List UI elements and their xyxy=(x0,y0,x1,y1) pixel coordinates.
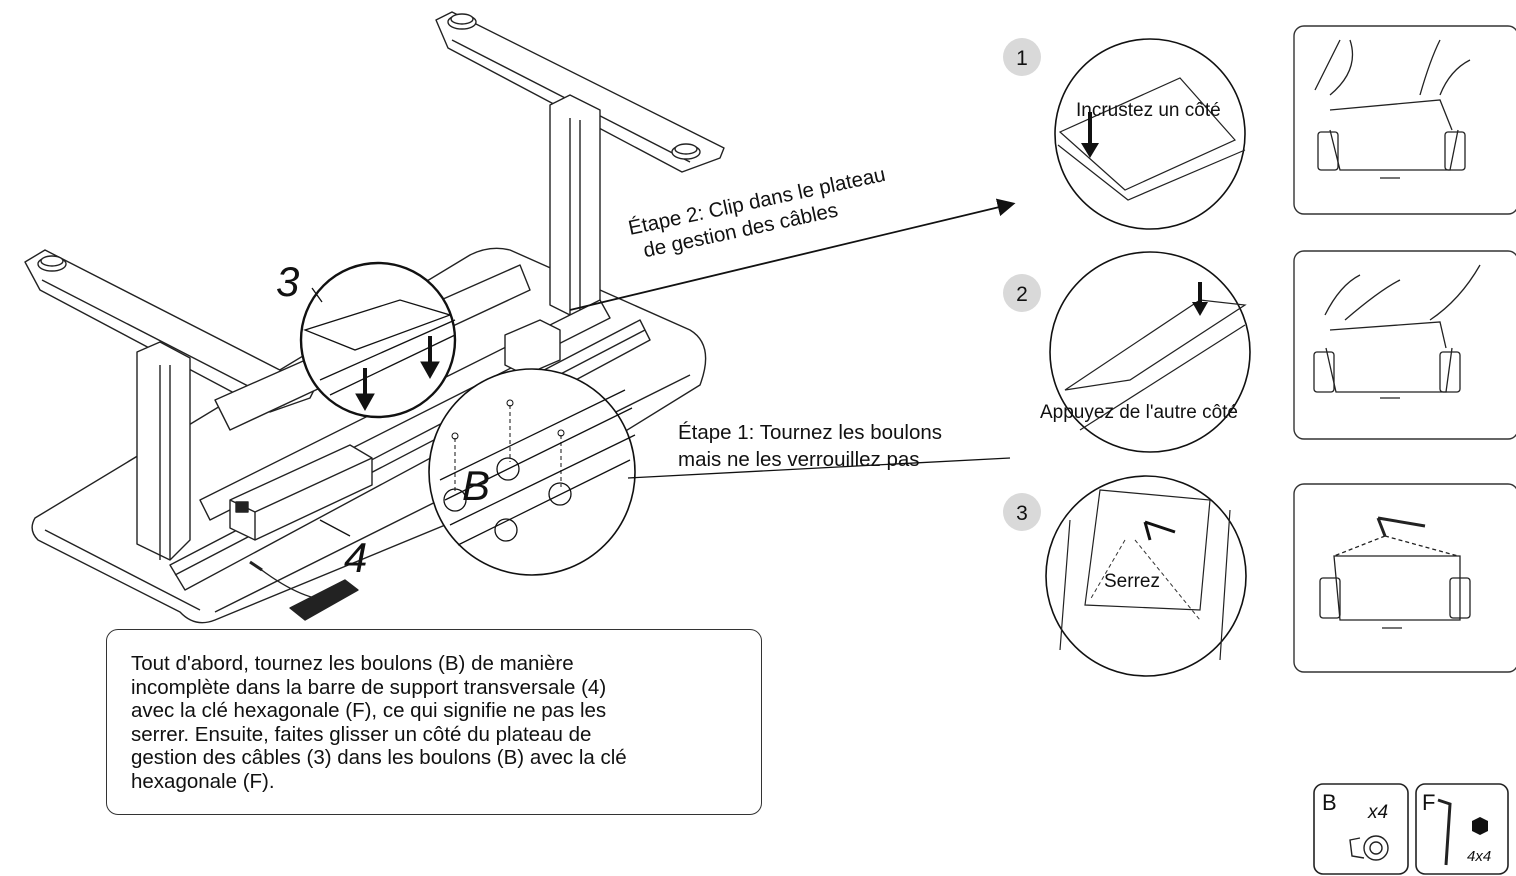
step-2-number: 2 xyxy=(1016,283,1028,306)
bolt-icon xyxy=(1349,835,1389,861)
desktop-outline xyxy=(31,247,707,624)
description-line: Tout d'abord, tournez les boulons (B) de… xyxy=(131,652,574,675)
bolt-letter-label: B xyxy=(462,462,490,509)
detail-step-3: 3 Serrez xyxy=(1003,475,1516,677)
front-leg xyxy=(136,341,191,561)
step-1-number: 1 xyxy=(1016,47,1028,70)
part-f-box: F 4x4 xyxy=(1415,783,1509,875)
step1-line1: Étape 1: Tournez les boulons xyxy=(678,421,942,444)
description-line: serrer. Ensuite, faites glisser un côté … xyxy=(131,722,592,746)
front-foot xyxy=(24,249,316,413)
description-line: incomplète dans la barre de support tran… xyxy=(131,675,607,699)
step-1-caption: Incrustez un côté xyxy=(1076,100,1221,121)
description-line: gestion des câbles (3) dans les boulons … xyxy=(131,746,627,769)
step-3-caption: Serrez xyxy=(1104,571,1160,592)
detail-step-1: 1 Incrustez un côté xyxy=(1003,25,1516,230)
description-line: hexagonale (F). xyxy=(131,769,275,793)
description-line: avec la clé hexagonale (F), ce qui signi… xyxy=(131,699,607,722)
control-box xyxy=(229,444,373,541)
bolt-detail-circle xyxy=(428,368,636,576)
step-2-badge xyxy=(1003,274,1041,312)
step-2-caption: Appuyez de l'autre côté xyxy=(1040,402,1238,423)
part-f-letter: F xyxy=(1422,790,1435,815)
step-3-badge xyxy=(1003,493,1041,531)
part-b-letter: B xyxy=(1322,790,1337,815)
step2-arrow xyxy=(569,198,1016,311)
step-1-badge xyxy=(1003,38,1041,76)
handset xyxy=(249,560,359,621)
tray-detail-circle xyxy=(299,261,457,419)
part-b-box: B x4 xyxy=(1313,783,1409,875)
step1-line2: mais ne les verrouillez pas xyxy=(678,448,920,471)
instruction-description-box: Tout d'abord, tournez les boulons (B) de… xyxy=(106,629,762,815)
detail-step-2: 2 Appuyez de l'autre côté xyxy=(1003,250,1516,453)
step-3-number: 3 xyxy=(1016,502,1028,525)
part-b-qty: x4 xyxy=(1367,802,1388,823)
tray-number-label: 3 xyxy=(276,258,299,305)
crossbar-number-label: 4 xyxy=(344,534,367,581)
hex-icon xyxy=(1472,817,1488,835)
hex-key-icon xyxy=(1437,798,1452,866)
leader-line-step1 xyxy=(627,457,1011,479)
rear-leg xyxy=(549,94,601,321)
part-f-qty: 4x4 xyxy=(1467,848,1491,865)
